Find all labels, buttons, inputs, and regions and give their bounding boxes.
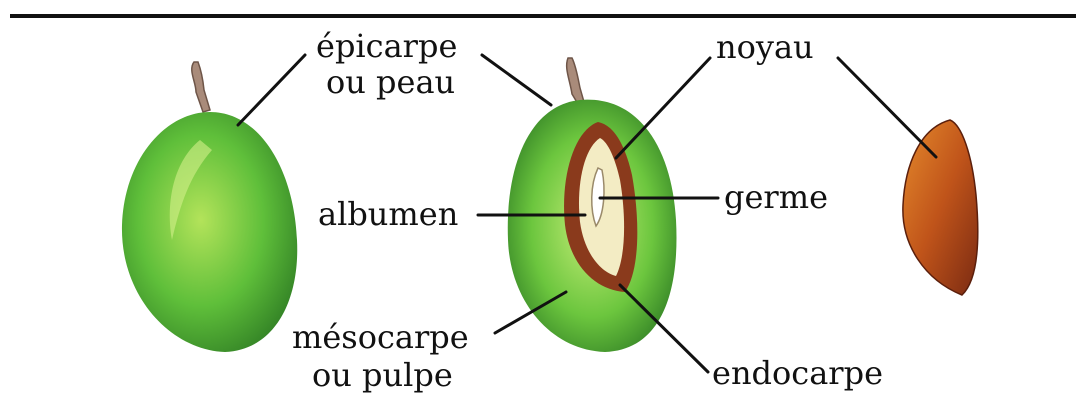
label-noyau: noyau	[716, 28, 814, 66]
whole-fruit	[122, 62, 297, 352]
leader-epicarpe-left	[238, 55, 305, 125]
label-epicarpe-line1: épicarpe	[316, 27, 457, 65]
top-rule	[10, 14, 1076, 18]
leader-noyau-right	[838, 58, 936, 157]
label-epicarpe-line2: ou peau	[326, 63, 455, 101]
label-germe: germe	[724, 178, 828, 216]
leader-epicarpe-right	[482, 55, 551, 105]
kernel-noyau	[903, 120, 978, 295]
cut-fruit-stem	[567, 58, 584, 104]
label-endocarpe: endocarpe	[712, 354, 883, 392]
label-mesocarpe-line1: mésocarpe	[292, 318, 469, 356]
cut-fruit	[508, 58, 677, 352]
kernel-body	[903, 120, 978, 295]
whole-fruit-stem	[192, 62, 210, 112]
label-mesocarpe-line2: ou pulpe	[312, 356, 453, 394]
label-albumen: albumen	[318, 195, 458, 233]
leader-noyau-left	[616, 58, 710, 158]
